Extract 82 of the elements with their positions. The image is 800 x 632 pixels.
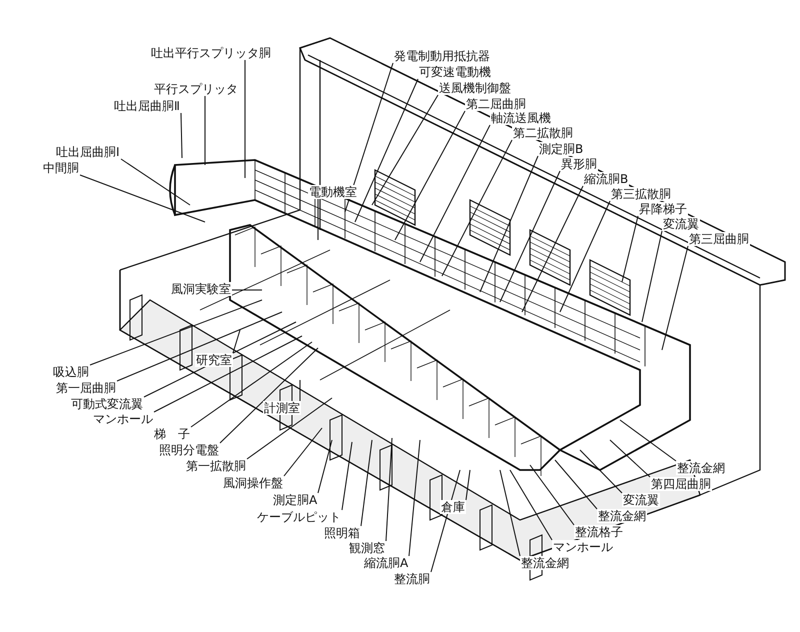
part-label: 縮流胴B xyxy=(583,172,630,186)
part-label: 計測室 xyxy=(263,401,301,415)
part-label: 第四屈曲胴 xyxy=(650,477,712,491)
leader-line xyxy=(246,398,332,460)
leader-line xyxy=(662,246,688,350)
part-label: 照明箱 xyxy=(323,526,361,540)
part-label: 倉庫 xyxy=(440,500,466,514)
part-label: 照明分電盤 xyxy=(158,443,220,457)
part-label: 縮流胴A xyxy=(363,556,410,570)
part-label: 測定胴B xyxy=(538,142,584,156)
leader-line xyxy=(318,440,332,494)
leader-line xyxy=(500,470,520,556)
part-label: 吐出屈曲胴Ⅱ xyxy=(113,99,181,113)
leader-line xyxy=(622,216,638,282)
part-label: マンホール xyxy=(92,412,154,426)
leader-line xyxy=(480,156,538,292)
leader-line xyxy=(554,460,598,510)
part-label: 整流金網 xyxy=(520,556,570,570)
part-label: 風洞実験室 xyxy=(170,282,232,296)
part-label: 研究室 xyxy=(195,353,233,367)
part-label: 整流金網 xyxy=(597,509,647,523)
part-label: 第二屈曲胴 xyxy=(465,97,527,111)
part-label: 昇降梯子 xyxy=(638,202,688,216)
leader-line xyxy=(204,96,206,166)
leader-line xyxy=(232,330,240,354)
part-label: 吸込胴 xyxy=(52,365,90,379)
leader-line xyxy=(342,442,352,510)
part-label: 異形胴 xyxy=(560,157,598,171)
part-label: 可動式変流翼 xyxy=(70,397,144,411)
leader-line xyxy=(354,78,418,222)
leader-line xyxy=(190,342,312,428)
part-label: 風洞操作盤 xyxy=(222,476,284,490)
part-label: 軸流送風機 xyxy=(490,111,552,125)
leader-line xyxy=(610,440,650,478)
leader-line xyxy=(620,420,676,462)
part-label: 中間胴 xyxy=(42,161,80,175)
part-label: 可変速電動機 xyxy=(418,65,492,79)
leader-line xyxy=(372,94,438,206)
leader-line xyxy=(408,440,420,556)
part-label: 第一屈曲胴 xyxy=(55,381,117,395)
part-label: 整流胴 xyxy=(393,572,431,586)
part-label: 送風機制御盤 xyxy=(438,81,512,95)
leader-line xyxy=(580,450,622,494)
leader-line xyxy=(420,124,490,262)
part-label: 梯 子 xyxy=(153,427,191,441)
part-label: 変流翼 xyxy=(662,217,700,231)
part-label: 平行スプリッタ xyxy=(153,82,239,96)
part-label: 整流格子 xyxy=(574,525,624,539)
leader-line xyxy=(116,312,282,382)
part-label: 吐出平行スプリッタ胴 xyxy=(150,46,272,60)
part-label: 変流翼 xyxy=(622,493,660,507)
leader-line xyxy=(386,438,392,542)
leader-line xyxy=(522,186,584,312)
leader-line xyxy=(360,440,372,526)
leader-line xyxy=(466,470,470,500)
leader-line xyxy=(120,158,190,206)
leader-line xyxy=(244,60,246,178)
leader-line xyxy=(642,230,662,322)
part-label: 電動機室 xyxy=(308,185,358,199)
leader-line xyxy=(442,140,512,276)
part-label: 発電制動用抵抗器 xyxy=(393,49,491,63)
part-label: 吐出屈曲胴Ⅰ xyxy=(55,145,121,159)
part-label: マンホール xyxy=(552,540,614,554)
part-label: 第二拡散胴 xyxy=(512,126,574,140)
leader-line xyxy=(530,464,574,526)
leader-line xyxy=(510,470,552,540)
leader-line xyxy=(394,110,466,240)
leader-line xyxy=(180,112,182,158)
leader-line xyxy=(154,336,302,412)
part-label: 測定胴A xyxy=(272,493,318,507)
leader-line xyxy=(560,200,610,312)
part-label: 第三拡散胴 xyxy=(610,187,672,201)
leader-line xyxy=(80,174,206,222)
part-label: 第一拡散胴 xyxy=(185,459,247,473)
leader-line xyxy=(344,62,394,212)
leader-line xyxy=(284,428,322,476)
part-label: 観測窓 xyxy=(348,541,386,555)
leader-line xyxy=(220,348,318,444)
leader-line xyxy=(500,170,560,302)
leader-line xyxy=(90,300,262,366)
part-label: 第三屈曲胴 xyxy=(688,232,750,246)
part-label: 整流金網 xyxy=(676,461,726,475)
